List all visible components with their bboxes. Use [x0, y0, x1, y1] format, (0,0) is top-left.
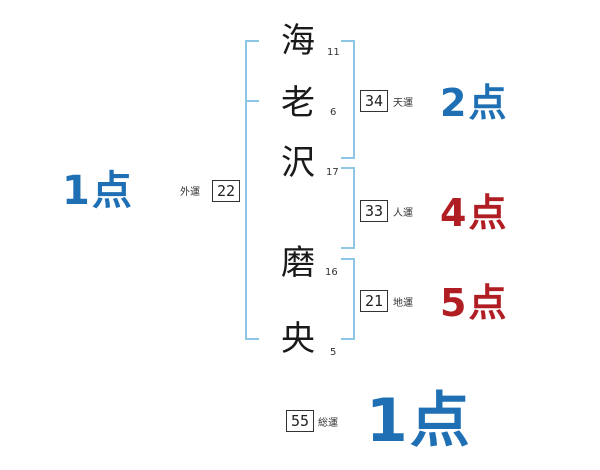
stroke-count-3: 17 [326, 167, 339, 178]
outer-luck-label: 外運 [180, 187, 200, 198]
total-luck-score: 1点 [366, 386, 472, 456]
heaven-luck-label: 天運 [393, 98, 413, 109]
name-char-3: 沢 [281, 143, 315, 183]
person-luck-label: 人運 [393, 208, 413, 219]
outer-luck-value: 22 [212, 180, 240, 202]
heaven-luck-score: 2点 [440, 81, 509, 125]
stroke-count-4: 16 [325, 267, 338, 278]
total-luck-label: 総運 [318, 418, 338, 429]
total-luck-value: 55 [286, 410, 314, 432]
stroke-count-2: 6 [330, 107, 337, 118]
earth-luck-value: 21 [360, 290, 388, 312]
heaven-luck-value: 34 [360, 90, 388, 112]
stroke-count-5: 5 [330, 347, 337, 358]
earth-luck-score: 5点 [440, 281, 509, 325]
name-char-1: 海 [281, 21, 315, 61]
earth-luck-label: 地運 [393, 298, 413, 309]
name-char-5: 央 [281, 319, 315, 359]
name-char-4: 磨 [281, 243, 315, 283]
outer-luck-score: 1点 [62, 168, 134, 214]
person-luck-value: 33 [360, 200, 388, 222]
person-luck-score: 4点 [440, 191, 509, 235]
name-char-2: 老 [281, 83, 315, 123]
stroke-count-1: 11 [327, 47, 340, 58]
